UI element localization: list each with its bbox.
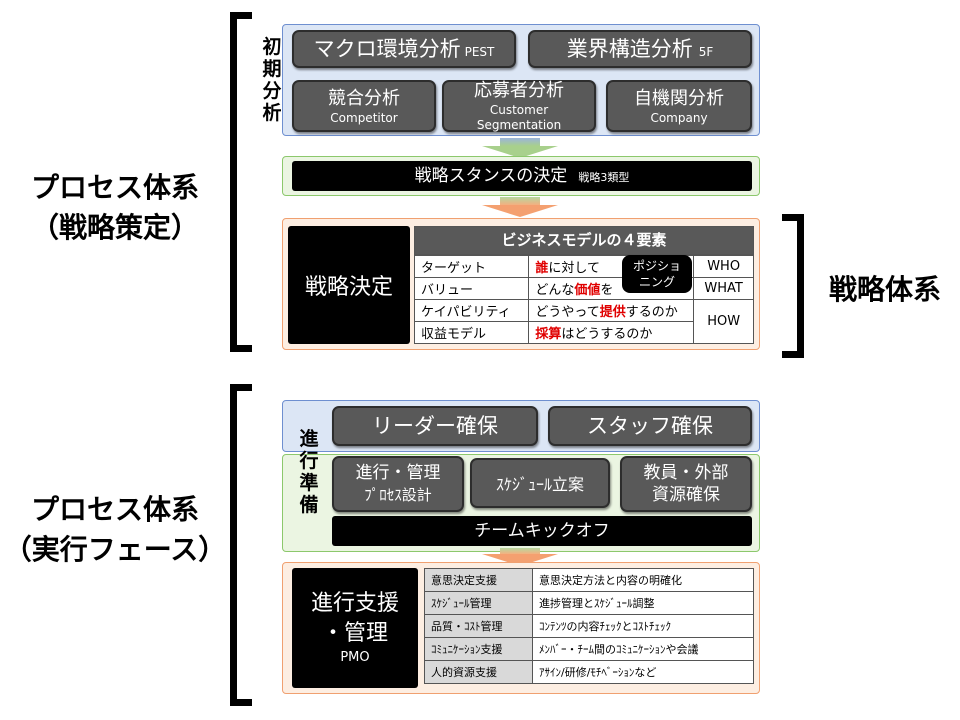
arrow-down-2 (482, 197, 558, 217)
row-desc: 採算はどうするのか (528, 321, 694, 344)
business-model-grid: ターゲット 誰に対して WHO バリュー どんな価値を WHAT ケイパビリティ… (413, 255, 754, 344)
pmo-box: 進行支援 ・管理 PMO (292, 568, 418, 688)
initial-label-char-2: 期 (262, 58, 282, 80)
business-model-header: ビジネスモデルの４要素 (414, 226, 754, 255)
prep-label-char-3: 準 (299, 472, 319, 494)
table-row: ターゲット 誰に対して WHO (413, 255, 754, 278)
schedule-title: ｽｹｼﾞｭｰﾙ立案 (495, 475, 584, 494)
initial-label-char-1: 初 (262, 36, 282, 58)
company-title: 自機関分析 (634, 87, 724, 109)
table-row: 意思決定支援 意思決定方法と内容の明確化 (424, 568, 754, 592)
preparation-label: 進 行 準 備 (298, 428, 320, 516)
pmo-line2: ・管理 (321, 621, 388, 646)
prep-label-char-1: 進 (299, 428, 319, 450)
macro-environment-title: マクロ環境分析 (313, 37, 461, 61)
strategy-system-label: 戦略体系 (828, 273, 941, 306)
pmo-row-desc: ﾒﾝﾊﾞｰ・ﾁｰﾑ間のｺﾐｭﾆｹｰｼｮﾝや会議 (532, 637, 754, 661)
staff-box: スタッフ確保 (548, 406, 752, 446)
strategy-decision-box: 戦略決定 (288, 226, 410, 344)
teachers-line1: 教員・外部 (643, 463, 729, 483)
process-execution-label: プロセス体系 （実行フェース） (0, 490, 230, 570)
arrow-down-1 (482, 138, 558, 158)
table-row: バリュー どんな価値を WHAT (413, 277, 754, 300)
prep-label-char-4: 備 (299, 494, 319, 516)
customer-title: 応募者分析 (474, 80, 564, 101)
prep-label-char-2: 行 (299, 450, 319, 472)
pmo-table: 意思決定支援 意思決定方法と内容の明確化 ｽｹｼﾞｭｰﾙ管理 進捗管理とｽｹｼﾞ… (424, 568, 754, 684)
pmo-row-name: 品質・ｺｽﾄ管理 (424, 614, 533, 638)
team-kickoff-bar: チームキックオフ (332, 516, 752, 546)
row-tag-what: WHAT (693, 277, 754, 300)
business-model-table: ビジネスモデルの４要素 ターゲット 誰に対して WHO バリュー どんな価値を … (413, 226, 754, 344)
strategy-stance-bar: 戦略スタンスの決定 戦略3類型 (292, 161, 752, 191)
leader-box: リーダー確保 (332, 406, 538, 446)
process-strategy-label: プロセス体系 （戦略策定） (0, 168, 230, 248)
leader-title: リーダー確保 (372, 414, 498, 438)
table-row: 人的資源支援 ｱｻｲﾝ/研修/ﾓﾁﾍﾞｰｼｮﾝなど (424, 660, 754, 684)
bracket-left-bottom (230, 384, 252, 706)
pmo-row-desc: ｱｻｲﾝ/研修/ﾓﾁﾍﾞｰｼｮﾝなど (532, 660, 754, 684)
pmo-line1: 進行支援 (310, 591, 399, 616)
initial-label-char-3: 分 (262, 80, 282, 102)
macro-environment-box: マクロ環境分析 PEST (292, 30, 516, 68)
bracket-right (782, 214, 804, 358)
industry-structure-box: 業界構造分析 5F (528, 30, 752, 68)
pmo-sub: PMO (340, 650, 370, 665)
row-name: 収益モデル (413, 321, 530, 344)
row-tag-who: WHO (693, 255, 754, 278)
schedule-box: ｽｹｼﾞｭｰﾙ立案 (470, 458, 610, 508)
pmo-row-name: ｽｹｼﾞｭｰﾙ管理 (424, 591, 533, 615)
process-design-line1: 進行・管理 (355, 463, 441, 483)
row-desc: どうやって提供するのか (528, 299, 694, 322)
row-name: バリュー (413, 277, 530, 300)
pmo-row-desc: ｺﾝﾃﾝﾂの内容ﾁｪｯｸとｺｽﾄﾁｪｯｸ (532, 614, 754, 638)
industry-structure-sub: 5F (698, 44, 714, 59)
customer-sub: Customer Segmentation (476, 103, 562, 132)
pmo-table-wrap: 意思決定支援 意思決定方法と内容の明確化 ｽｹｼﾞｭｰﾙ管理 進捗管理とｽｹｼﾞ… (424, 568, 754, 684)
strategy-stance-sub: 戦略3類型 (578, 171, 630, 184)
pmo-row-name: ｺﾐｭﾆｹｰｼｮﾝ支援 (424, 637, 533, 661)
process-strategy-line2: （戦略策定） (30, 211, 199, 244)
strategy-decision-label: 戦略決定 (304, 275, 393, 300)
process-execution-line1: プロセス体系 (30, 493, 199, 526)
pmo-row-name: 人的資源支援 (424, 660, 533, 684)
teachers-resources-box: 教員・外部 資源確保 (620, 456, 752, 512)
team-kickoff-title: チームキックオフ (474, 521, 610, 541)
positioning-badge: ポジショ ニング (622, 255, 692, 293)
pmo-row-desc: 進捗管理とｽｹｼﾞｭｰﾙ調整 (532, 591, 754, 615)
pmo-row-name: 意思決定支援 (424, 568, 533, 592)
company-sub: Company (650, 110, 708, 125)
positioning-line2: ニング (638, 275, 675, 289)
customer-box: 応募者分析 Customer Segmentation (442, 80, 596, 132)
process-strategy-line1: プロセス体系 (30, 171, 199, 204)
table-row: ｺﾐｭﾆｹｰｼｮﾝ支援 ﾒﾝﾊﾞｰ・ﾁｰﾑ間のｺﾐｭﾆｹｰｼｮﾝや会議 (424, 637, 754, 661)
company-box: 自機関分析 Company (606, 80, 752, 132)
process-design-box: 進行・管理 ﾌﾟﾛｾｽ設計 (332, 456, 464, 512)
teachers-line2: 資源確保 (652, 485, 720, 505)
strategy-stance-title: 戦略スタンスの決定 (414, 166, 568, 186)
competitor-box: 競合分析 Competitor (292, 80, 436, 132)
pmo-row-desc: 意思決定方法と内容の明確化 (532, 568, 754, 592)
row-name: ターゲット (413, 255, 530, 278)
row-name: ケイパビリティ (413, 299, 530, 322)
table-row: ｽｹｼﾞｭｰﾙ管理 進捗管理とｽｹｼﾞｭｰﾙ調整 (424, 591, 754, 615)
initial-analysis-label: 初 期 分 析 (261, 36, 283, 124)
initial-label-char-4: 析 (262, 102, 282, 124)
staff-title: スタッフ確保 (587, 414, 713, 438)
row-tag-how: HOW (693, 299, 754, 344)
bracket-left-top (230, 12, 252, 352)
industry-structure-title: 業界構造分析 (566, 37, 693, 61)
table-row: ケイパビリティ どうやって提供するのか HOW (413, 299, 754, 344)
competitor-title: 競合分析 (328, 87, 400, 109)
competitor-sub: Competitor (330, 110, 398, 125)
process-design-line2: ﾌﾟﾛｾｽ設計 (364, 486, 432, 504)
table-row: 品質・ｺｽﾄ管理 ｺﾝﾃﾝﾂの内容ﾁｪｯｸとｺｽﾄﾁｪｯｸ (424, 614, 754, 638)
process-execution-line2: （実行フェース） (3, 533, 227, 566)
macro-environment-sub: PEST (464, 44, 495, 59)
positioning-line1: ポジショ (632, 259, 681, 273)
table-row: 収益モデル 採算はどうするのか (413, 321, 754, 344)
